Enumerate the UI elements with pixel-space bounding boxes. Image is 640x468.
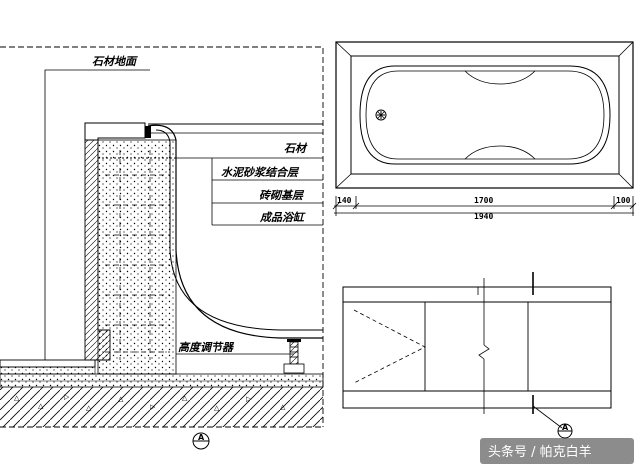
- dimension-left: 140: [337, 196, 352, 205]
- rim-stone: [84, 122, 146, 141]
- svg-text:△: △: [280, 403, 286, 411]
- label-cement-mortar: 水泥砂浆结合层: [221, 166, 300, 179]
- svg-text:△: △: [182, 394, 188, 402]
- label-bathtub: 成品浴缸: [259, 211, 306, 224]
- drain-icon: [375, 109, 387, 121]
- svg-text:△: △: [214, 404, 220, 412]
- dimension-lines: [332, 196, 637, 216]
- elevation-frame: [342, 286, 612, 409]
- watermark: 头条号 / 帕克白羊: [480, 438, 634, 464]
- ground-hatch: [0, 387, 323, 427]
- svg-text:▷: ▷: [64, 393, 70, 401]
- svg-text:头条号 / 帕克白羊: 头条号 / 帕克白羊: [488, 444, 592, 460]
- svg-text:△: △: [118, 395, 124, 403]
- ground-marks: △ △ ▷ △ △ ▷ △ △ ▷ △: [14, 393, 286, 412]
- brick-dashes: [105, 150, 170, 360]
- plan-outer-frame: [335, 41, 634, 189]
- svg-text:△: △: [38, 402, 44, 410]
- svg-text:▷: ▷: [246, 395, 252, 403]
- leader-stone-floor: [44, 69, 150, 360]
- plan-inner-frame: [350, 55, 620, 175]
- screed-layer: [0, 373, 324, 388]
- dimension-total: 1940: [474, 212, 493, 221]
- tub-outline-outer: [359, 65, 611, 165]
- svg-text:A: A: [198, 433, 205, 442]
- section-frame: [0, 46, 324, 427]
- break-line: [477, 278, 490, 414]
- label-stone: 石材: [284, 142, 308, 155]
- svg-text:▷: ▷: [150, 403, 156, 411]
- dimension-right: 100: [616, 196, 631, 205]
- elevation-view: A: [342, 272, 612, 439]
- svg-text:A: A: [562, 423, 569, 432]
- section-symbol-elevation: A: [557, 423, 573, 439]
- opening-triangle: [353, 309, 426, 384]
- svg-text:△: △: [14, 394, 20, 402]
- bathtub-shell: [147, 124, 323, 339]
- section-symbol: A: [192, 432, 210, 450]
- svg-text:△: △: [86, 404, 92, 412]
- label-brick-base: 砖砌基层: [259, 189, 305, 202]
- label-height-adjuster: 高度调节器: [178, 341, 235, 354]
- plan-view: 140 1700 100 1940: [332, 41, 637, 221]
- dimension-middle: 1700: [474, 196, 493, 205]
- floor-stone: [0, 359, 96, 368]
- tub-outline-inner: [365, 70, 605, 160]
- section-detail: △ △ ▷ △ △ ▷ △ △ ▷ △: [0, 46, 324, 450]
- label-stone-floor: 石材地面: [92, 55, 138, 68]
- height-adjuster: [283, 339, 305, 374]
